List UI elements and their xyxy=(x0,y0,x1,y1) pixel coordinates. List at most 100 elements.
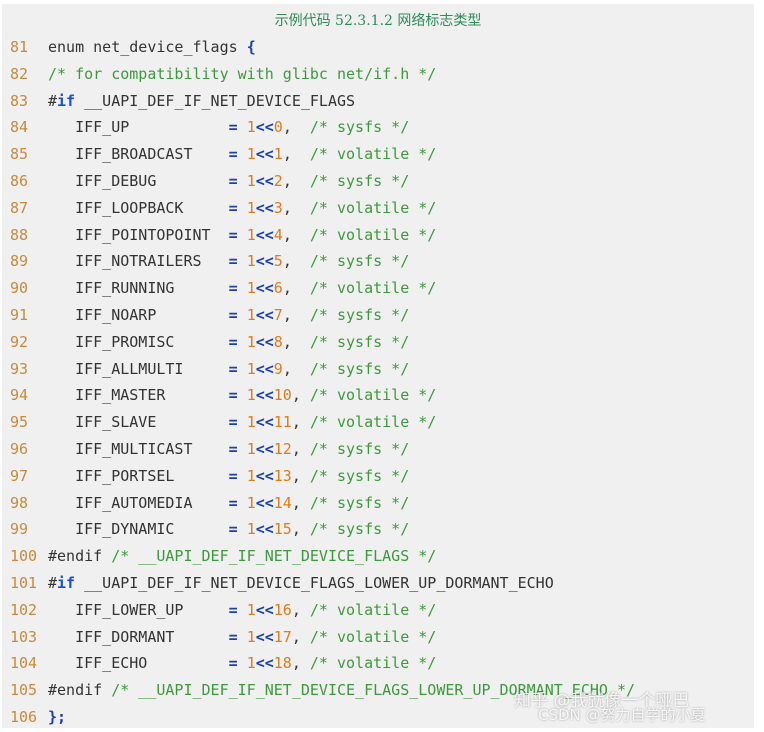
code-text: # xyxy=(48,573,58,592)
code-number: 13 xyxy=(273,466,292,485)
code-text: __UAPI_DEF_IF_NET_DEVICE_FLAGS xyxy=(75,91,356,110)
code-operator: << xyxy=(255,466,274,485)
code-comment: /* sysfs */ xyxy=(309,171,410,190)
line-number: 101 xyxy=(10,573,38,592)
code-text: enum net_device_flags xyxy=(48,38,247,56)
code-comment: /* sysfs */ xyxy=(309,520,410,539)
code-number: 1 xyxy=(246,386,256,405)
line-number: 99 xyxy=(10,520,29,539)
code-number: 17 xyxy=(273,627,292,646)
line-number: 106 xyxy=(10,707,38,726)
code-text xyxy=(238,440,247,458)
code-line: 102 IFF_LOWER_UP = 1<<16, /* volatile */ xyxy=(10,597,750,624)
code-line: 103 IFF_DORMANT = 1<<17, /* volatile */ xyxy=(10,624,750,651)
code-text xyxy=(238,360,247,378)
line-number: 87 xyxy=(10,198,29,217)
code-number: 1 xyxy=(246,305,256,324)
line-number: 82 xyxy=(10,64,29,83)
code-comment: /* volatile */ xyxy=(309,600,437,619)
code-number: 6 xyxy=(273,279,283,298)
code-line: 87 IFF_LOOPBACK = 1<<3, /* volatile */ xyxy=(10,195,750,222)
code-operator: = xyxy=(228,145,238,164)
code-operator: = xyxy=(228,466,238,485)
code-keyword: if xyxy=(57,91,76,110)
code-operator: = xyxy=(228,332,238,351)
code-operator: << xyxy=(255,439,274,458)
code-text: , xyxy=(282,171,310,190)
code-comment: /* sysfs */ xyxy=(309,118,410,137)
code-operator: = xyxy=(228,520,238,539)
code-line: 101#if __UAPI_DEF_IF_NET_DEVICE_FLAGS_LO… xyxy=(10,570,750,597)
code-text: , xyxy=(282,198,310,217)
code-operator: = xyxy=(228,198,238,217)
code-operator: = xyxy=(228,493,238,512)
code-number: 12 xyxy=(273,439,292,458)
code-text: IFF_DORMANT xyxy=(48,627,229,646)
code-text: IFF_LOWER_UP xyxy=(48,600,229,619)
line-number: 98 xyxy=(10,493,29,512)
code-text xyxy=(238,118,247,136)
code-number: 5 xyxy=(273,252,283,271)
code-number: 1 xyxy=(246,118,256,137)
code-text: IFF_ECHO xyxy=(48,654,229,673)
code-keyword: if xyxy=(57,573,76,592)
code-text xyxy=(238,520,247,538)
listing-caption: 示例代码 52.3.1.2 网络标志类型 xyxy=(274,13,482,29)
code-number: 2 xyxy=(273,171,283,190)
code-operator: << xyxy=(255,252,274,271)
line-number: 94 xyxy=(10,386,29,405)
code-number: 1 xyxy=(246,493,256,512)
code-number: 1 xyxy=(246,627,256,646)
code-line: 93 IFF_ALLMULTI = 1<<9, /* sysfs */ xyxy=(10,356,750,383)
code-line: 82/* for compatibility with glibc net/if… xyxy=(10,61,750,88)
code-operator: = xyxy=(228,627,238,646)
code-operator: = xyxy=(228,359,238,378)
code-text xyxy=(238,467,247,485)
code-line: 106}; xyxy=(10,704,750,731)
code-text: IFF_ALLMULTI xyxy=(48,359,229,378)
code-comment: /* sysfs */ xyxy=(309,332,410,351)
line-number: 95 xyxy=(10,413,29,432)
code-number: 1 xyxy=(246,654,256,673)
code-text: , xyxy=(291,413,310,432)
code-operator: = xyxy=(228,118,238,137)
code-text xyxy=(238,494,247,512)
code-text: IFF_POINTOPOINT xyxy=(48,225,229,244)
code-line: 96 IFF_MULTICAST = 1<<12, /* sysfs */ xyxy=(10,436,750,463)
code-operator: << xyxy=(255,600,274,619)
code-comment: /* __UAPI_DEF_IF_NET_DEVICE_FLAGS */ xyxy=(111,547,437,566)
code-text: , xyxy=(282,145,310,164)
code-operator: << xyxy=(255,305,274,324)
code-text xyxy=(238,145,247,163)
code-comment: /* volatile */ xyxy=(309,627,437,646)
code-text: IFF_NOARP xyxy=(48,305,229,324)
code-text xyxy=(238,306,247,324)
code-comment: /* volatile */ xyxy=(309,654,437,673)
code-operator: << xyxy=(255,118,274,137)
code-line: 97 IFF_PORTSEL = 1<<13, /* sysfs */ xyxy=(10,463,750,490)
line-number: 91 xyxy=(10,305,29,324)
code-operator: << xyxy=(255,359,274,378)
code-number: 1 xyxy=(246,279,256,298)
code-number: 1 xyxy=(273,145,283,164)
line-number: 86 xyxy=(10,171,29,190)
code-operator: }; xyxy=(48,707,67,726)
code-operator: = xyxy=(228,413,238,432)
code-operator: = xyxy=(228,305,238,324)
code-line: 89 IFF_NOTRAILERS = 1<<5, /* sysfs */ xyxy=(10,248,750,275)
code-number: 1 xyxy=(246,439,256,458)
line-number: 105 xyxy=(10,681,38,700)
code-operator: { xyxy=(246,38,256,56)
code-line: 83#if __UAPI_DEF_IF_NET_DEVICE_FLAGS xyxy=(10,88,750,115)
code-number: 11 xyxy=(273,413,292,432)
code-line: 94 IFF_MASTER = 1<<10, /* volatile */ xyxy=(10,382,750,409)
line-number: 92 xyxy=(10,332,29,351)
code-operator: = xyxy=(228,279,238,298)
code-number: 1 xyxy=(246,252,256,271)
code-number: 0 xyxy=(273,118,283,137)
code-operator: = xyxy=(228,600,238,619)
code-text: IFF_AUTOMEDIA xyxy=(48,493,229,512)
code-line: 85 IFF_BROADCAST = 1<<1, /* volatile */ xyxy=(10,141,750,168)
